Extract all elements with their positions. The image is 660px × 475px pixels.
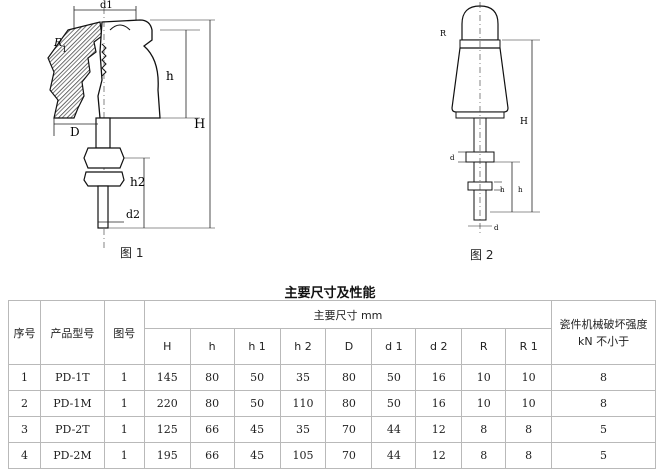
label2-h: h bbox=[500, 186, 505, 194]
header-strength: 瓷件机械破坏强度 kN 不小于 bbox=[551, 300, 656, 365]
header-dim-h2: h 2 bbox=[279, 328, 327, 365]
cell-dim: 12 bbox=[415, 442, 463, 469]
cell-fig: 1 bbox=[103, 442, 145, 469]
cell-dim: 70 bbox=[325, 416, 373, 443]
cell-model: PD-2T bbox=[39, 416, 105, 443]
label-H: H bbox=[194, 117, 205, 132]
table-row: 2 PD-1M 1 220 80 50 110 80 50 16 10 10 8 bbox=[8, 390, 656, 417]
header-dim-d2: d 2 bbox=[415, 328, 463, 365]
cell-dim: 70 bbox=[325, 442, 373, 469]
table-row: 4 PD-2M 1 195 66 45 105 70 44 12 8 8 5 bbox=[8, 442, 656, 469]
cell-seq: 2 bbox=[8, 390, 41, 417]
label-h: h bbox=[166, 69, 174, 83]
cell-dim: 16 bbox=[415, 390, 463, 417]
label-r: R bbox=[53, 36, 62, 49]
cell-dim: 125 bbox=[143, 416, 191, 443]
cell-fig: 1 bbox=[103, 390, 145, 417]
header-dim-R1: R 1 bbox=[505, 328, 553, 365]
label-d1: d1 bbox=[100, 0, 113, 11]
cell-strength: 8 bbox=[551, 364, 656, 391]
cell-model: PD-2M bbox=[39, 442, 105, 469]
cell-dim: 50 bbox=[371, 364, 417, 391]
cell-dim: 8 bbox=[505, 442, 553, 469]
cell-dim: 80 bbox=[325, 364, 373, 391]
label2-H: H bbox=[520, 117, 528, 127]
label-h2: h2 bbox=[130, 175, 145, 189]
cell-dim: 44 bbox=[371, 442, 417, 469]
cell-strength: 8 bbox=[551, 390, 656, 417]
cell-dim: 50 bbox=[233, 390, 281, 417]
cell-dim: 50 bbox=[371, 390, 417, 417]
insulator-body-outline bbox=[97, 19, 161, 119]
cell-dim: 80 bbox=[189, 364, 235, 391]
header-dim-h1: h 1 bbox=[233, 328, 281, 365]
header-dims-group: 主要尺寸 mm bbox=[143, 300, 553, 329]
cell-fig: 1 bbox=[103, 416, 145, 443]
figure-2-caption: 图 2 bbox=[470, 248, 494, 262]
header-dim-R: R bbox=[461, 328, 507, 365]
cell-dim: 45 bbox=[233, 416, 281, 443]
header-fig: 图号 bbox=[103, 300, 145, 365]
cell-dim: 80 bbox=[325, 390, 373, 417]
header-dim-D: D bbox=[325, 328, 373, 365]
header-seq: 序号 bbox=[8, 300, 41, 365]
label2-R: R bbox=[440, 29, 447, 38]
cell-dim: 44 bbox=[371, 416, 417, 443]
cell-dim: 145 bbox=[143, 364, 191, 391]
cell-dim: 35 bbox=[279, 416, 327, 443]
cell-dim: 8 bbox=[461, 442, 507, 469]
label-r1: 1 bbox=[62, 45, 67, 54]
cell-model: PD-1M bbox=[39, 390, 105, 417]
cell-seq: 3 bbox=[8, 416, 41, 443]
figure-1-caption: 图 1 bbox=[120, 246, 144, 260]
table-title: 主要尺寸及性能 bbox=[284, 286, 376, 301]
nut-shape bbox=[83, 147, 125, 169]
cell-dim: 50 bbox=[233, 364, 281, 391]
label-d2: d2 bbox=[126, 208, 140, 221]
cell-dim: 16 bbox=[415, 364, 463, 391]
cell-dim: 105 bbox=[279, 442, 327, 469]
cell-dim: 35 bbox=[279, 364, 327, 391]
cell-dim: 110 bbox=[279, 390, 327, 417]
cell-strength: 5 bbox=[551, 442, 656, 469]
insulator-section-hatch bbox=[47, 21, 103, 119]
cell-dim: 80 bbox=[189, 390, 235, 417]
cell-dim: 8 bbox=[505, 416, 553, 443]
cell-dim: 45 bbox=[233, 442, 281, 469]
cell-seq: 4 bbox=[8, 442, 41, 469]
cell-dim: 10 bbox=[505, 364, 553, 391]
cell-model: PD-1T bbox=[39, 364, 105, 391]
cell-dim: 66 bbox=[189, 416, 235, 443]
header-model: 产品型号 bbox=[39, 300, 105, 365]
header-dim-d1: d 1 bbox=[371, 328, 417, 365]
spec-table: 序号 产品型号 图号 主要尺寸 mm 瓷件机械破坏强度 kN 不小于 H h h… bbox=[8, 300, 656, 469]
cell-dim: 12 bbox=[415, 416, 463, 443]
table-row: 3 PD-2T 1 125 66 45 35 70 44 12 8 8 5 bbox=[8, 416, 656, 443]
cell-strength: 5 bbox=[551, 416, 656, 443]
cell-dim: 10 bbox=[461, 364, 507, 391]
label2-d1: d bbox=[494, 224, 499, 232]
header-dim-H: H bbox=[143, 328, 191, 365]
cell-dim: 66 bbox=[189, 442, 235, 469]
table-row: 1 PD-1T 1 145 80 50 35 80 50 16 10 10 8 bbox=[8, 364, 656, 391]
cell-dim: 195 bbox=[143, 442, 191, 469]
label-D: D bbox=[70, 125, 80, 139]
bolt-shape bbox=[97, 185, 109, 229]
cell-seq: 1 bbox=[8, 364, 41, 391]
cell-dim: 10 bbox=[505, 390, 553, 417]
cell-dim: 8 bbox=[461, 416, 507, 443]
label2-d: d bbox=[450, 154, 455, 162]
figure-1-drawing: d1 R 1 h H D h2 d2 bbox=[47, 0, 215, 250]
label2-h2: h bbox=[518, 186, 523, 194]
cell-fig: 1 bbox=[103, 364, 145, 391]
figure-2-drawing: R H d h h d bbox=[440, 2, 540, 236]
cell-dim: 220 bbox=[143, 390, 191, 417]
cell-dim: 10 bbox=[461, 390, 507, 417]
header-dim-h: h bbox=[189, 328, 235, 365]
